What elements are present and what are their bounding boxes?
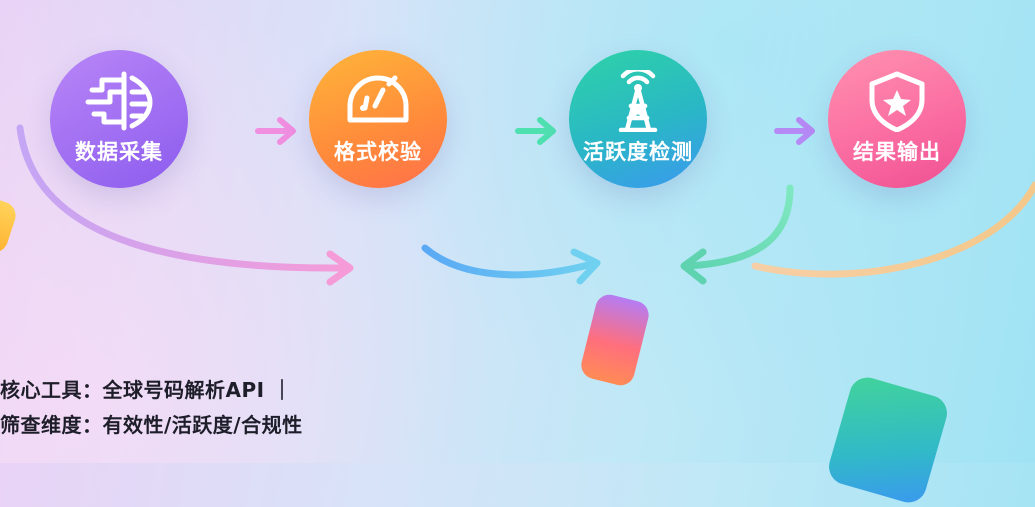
connector-arrow-2 — [515, 117, 556, 145]
curved-arrow-4 — [751, 181, 1035, 278]
curved-arrow-3 — [680, 184, 794, 285]
flow-arrows — [16, 117, 1035, 286]
curved-arrow-1 — [16, 124, 354, 286]
shield-star-icon — [869, 71, 925, 132]
screening-dimensions-text: 筛查维度：有效性/活跃度/合规性 — [0, 413, 303, 437]
step-activity-detection: 活跃度检测 — [569, 50, 707, 188]
core-tool-text: 核心工具：全球号码解析API ｜ — [0, 378, 293, 402]
step-format-validation: 格式校验 — [309, 50, 447, 188]
connector-arrow-1 — [255, 117, 296, 145]
curved-arrow-2 — [421, 244, 601, 285]
step-label: 结果输出 — [853, 140, 941, 164]
step-label: 数据采集 — [75, 140, 163, 164]
step-label: 格式校验 — [334, 140, 422, 164]
gauge-icon — [347, 75, 409, 123]
signal-tower-icon — [618, 70, 658, 132]
connector-arrow-3 — [774, 117, 815, 145]
step-result-output: 结果输出 — [828, 50, 966, 188]
step-label: 活跃度检测 — [583, 140, 693, 164]
data-collection-icon — [85, 71, 153, 131]
step-data-collection: 数据采集 — [50, 50, 188, 188]
